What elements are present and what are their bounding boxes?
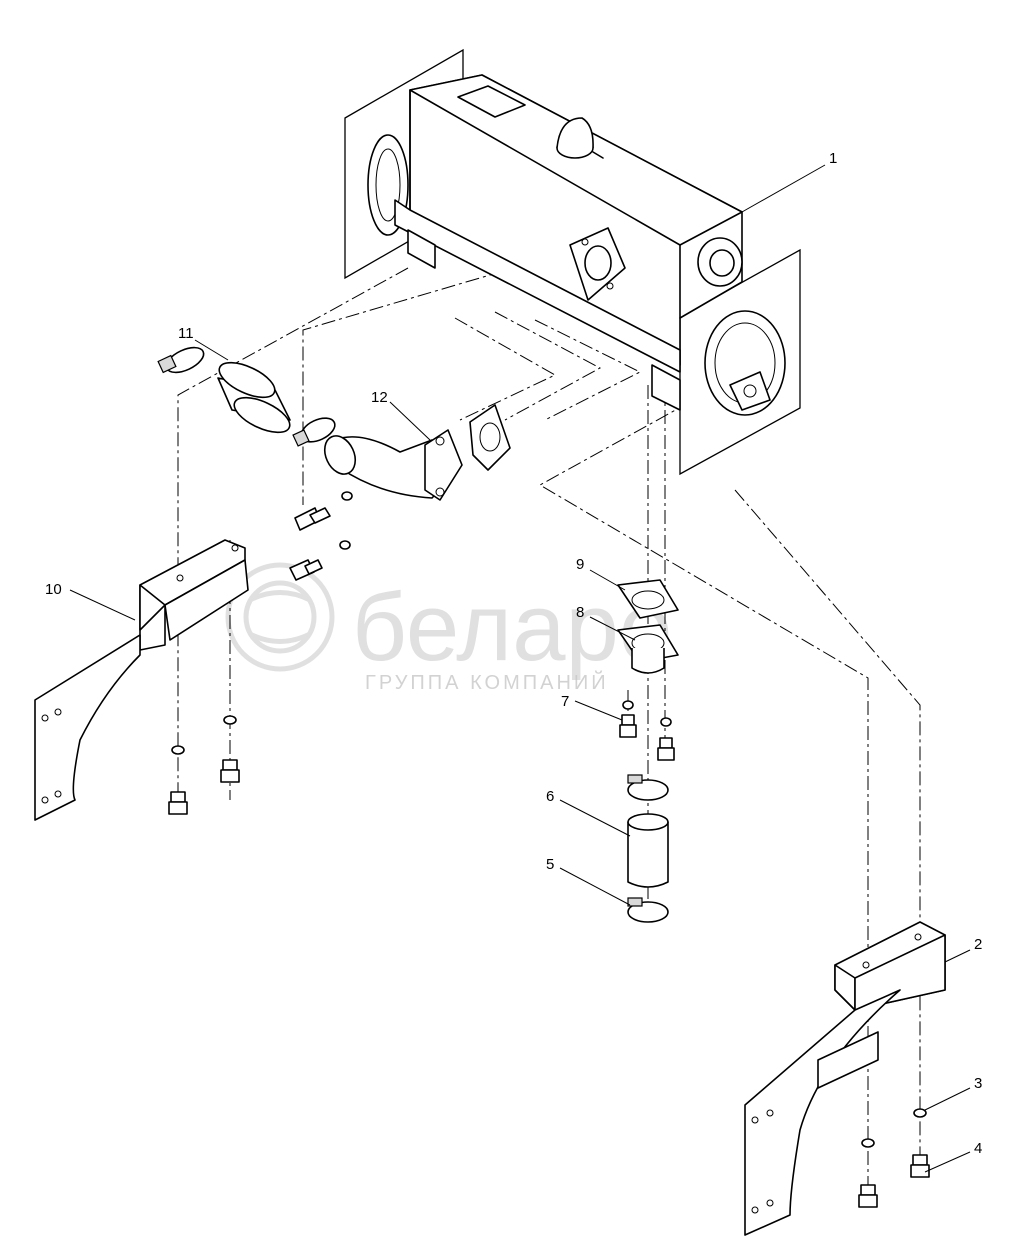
flange-outlet (617, 624, 679, 674)
watermark-logo-icon (225, 562, 335, 672)
leader-lines (69, 164, 971, 1173)
fasteners-lower-right (858, 1108, 930, 1208)
clamp-lower-top (627, 779, 669, 801)
clamp-upper-right (292, 417, 336, 447)
washer-icon (341, 491, 353, 501)
fasteners-upper (289, 491, 353, 581)
watermark-tagline: ГРУППА КОМПАНИЙ (365, 670, 609, 694)
callout-8: 8 (576, 604, 584, 621)
clamp-upper-left (157, 346, 205, 374)
callout-9: 9 (576, 556, 584, 573)
tank-top-plate (457, 85, 526, 118)
callout-3: 3 (974, 1075, 982, 1092)
clamp-lower-bottom (627, 901, 669, 923)
flange-gasket (617, 579, 679, 619)
fasteners-lower-left (168, 715, 240, 815)
washer-icon (339, 540, 351, 550)
callout-7: 7 (561, 693, 569, 710)
watermark: беларо ГРУППА КОМПАНИЙ (225, 562, 672, 694)
callout-1: 1 (829, 150, 837, 167)
elbow-flange (424, 429, 463, 501)
callout-11: 11 (178, 325, 194, 342)
bracket-left (34, 539, 249, 821)
fasteners-middle (619, 700, 675, 761)
callout-2: 2 (974, 936, 982, 953)
callout-6: 6 (546, 788, 554, 805)
watermark-brand: беларо (352, 574, 672, 681)
callout-4: 4 (974, 1140, 982, 1157)
hose-lower (627, 774, 669, 923)
callouts: 1 2 3 4 5 6 7 8 9 10 11 12 (45, 150, 982, 1157)
tank-assembly (344, 48, 801, 476)
elbow-pipe (323, 404, 511, 501)
hose-upper (157, 346, 336, 447)
callout-5: 5 (546, 856, 554, 873)
callout-10: 10 (45, 581, 62, 598)
bracket-right (744, 921, 946, 1236)
callout-12: 12 (371, 389, 388, 406)
elbow-gasket (469, 404, 511, 471)
